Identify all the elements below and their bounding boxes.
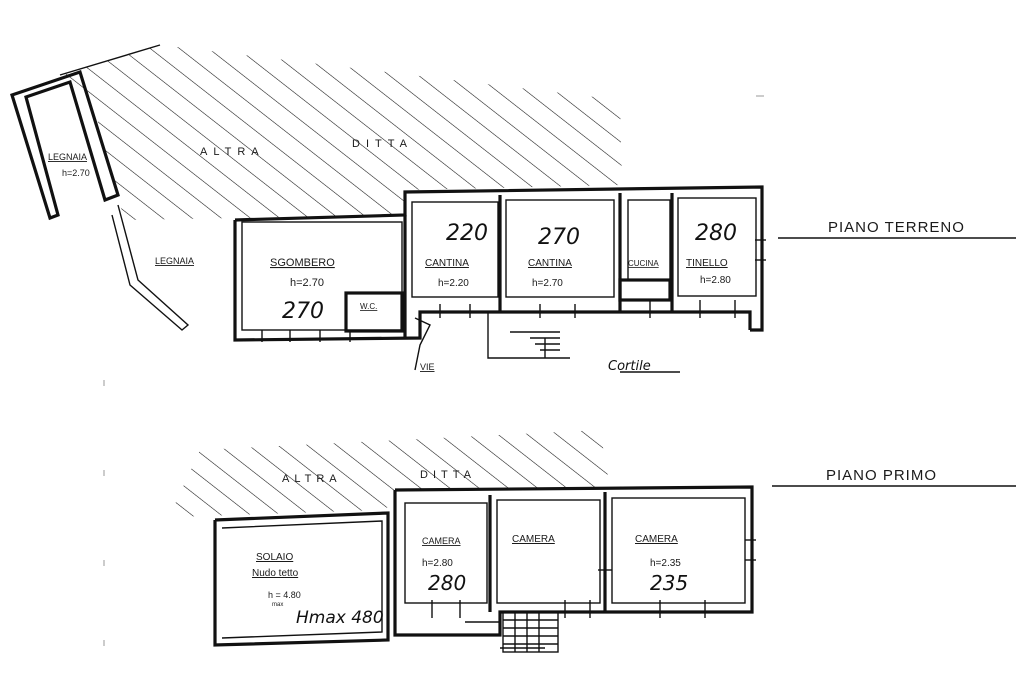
ground-exterior-wall-top <box>234 185 764 332</box>
solaio-sublabel: Nudo tetto <box>252 568 299 579</box>
first-stairs <box>465 611 559 653</box>
cantina2-label: CANTINA <box>528 258 572 269</box>
ground-neighbor-label-1: ALTRA <box>200 146 265 158</box>
solaio-height: h = 4.80 <box>268 590 301 600</box>
cantina1-height: h=2.20 <box>438 278 469 289</box>
first-exterior-wall-bottom <box>393 490 745 637</box>
first-neighbor-label-1: ALTRA <box>282 473 342 485</box>
camera3-label: CAMERA <box>635 534 678 545</box>
sgombero-label: SGOMBERO <box>270 257 335 269</box>
first-floor-title: PIANO PRIMO <box>826 467 937 484</box>
camera3-hand-height: 235 <box>650 571 688 595</box>
cantina1-label: CANTINA <box>425 258 469 269</box>
tinello-label: TINELLO <box>686 258 728 269</box>
tinello-hand-height: 280 <box>695 221 737 246</box>
camera1-hand-height: 280 <box>428 571 466 595</box>
camera1-label: CAMERA <box>422 536 461 546</box>
legnaia-outer-walls <box>10 69 120 221</box>
solaio-hand-height: Hmax 480 <box>296 608 384 628</box>
camera1-height: h=2.80 <box>422 558 453 569</box>
legnaia-outer-height: h=2.70 <box>62 168 90 178</box>
ground-stairs <box>510 331 560 358</box>
solaio-label: SOLAIO <box>256 552 293 563</box>
tinello-height: h=2.80 <box>700 275 731 286</box>
first-neighbor-label-2: DITTA <box>420 469 476 481</box>
ground-exterior-wall-bottom <box>233 220 752 342</box>
cucina-label: CUCINA <box>628 259 659 268</box>
first-exterior-wall-top <box>394 485 754 614</box>
ground-floor-title: PIANO TERRENO <box>828 219 965 236</box>
neighbor-hatch-first <box>170 430 610 517</box>
wc-box <box>344 291 404 333</box>
cantina1-hand-height: 220 <box>446 221 488 246</box>
camera3-height: h=2.35 <box>650 558 681 569</box>
cantina2-height: h=2.70 <box>532 278 563 289</box>
ground-floor-plan: ALTRA DITTA LEGNAIA h=2.70 LEGNAIA SGOMB… <box>10 44 1016 374</box>
legnaia-outer-label: LEGNAIA <box>48 152 87 162</box>
cortile-label: Cortile <box>608 359 651 374</box>
first-floor-plan: ALTRA DITTA SOLAIO Nudo tetto h = 4.80 m… <box>170 430 1016 653</box>
wc-label: W.C. <box>360 302 377 311</box>
sgombero-hand-height: 270 <box>282 299 324 324</box>
cantina2-hand-height: 270 <box>538 225 580 250</box>
solaio-walls <box>213 511 390 647</box>
camera2-label: CAMERA <box>512 534 555 545</box>
vie-label: VIE <box>420 362 435 372</box>
boundary-wall <box>111 204 190 331</box>
ground-neighbor-label-2: DITTA <box>352 138 413 150</box>
solaio-height-sub: max <box>272 602 283 608</box>
sgombero-height: h=2.70 <box>290 277 324 289</box>
legnaia-inner-label: LEGNAIA <box>155 256 194 266</box>
